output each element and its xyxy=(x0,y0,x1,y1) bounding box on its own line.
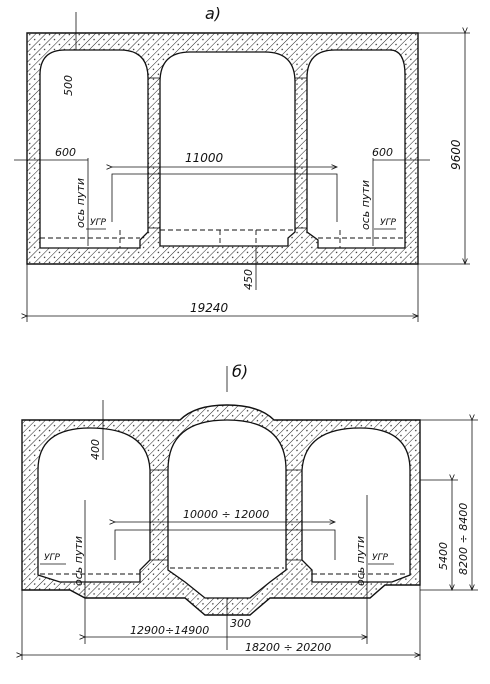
figure-b-label: б) xyxy=(232,362,248,381)
figure-a-trackbed-marks xyxy=(119,230,341,248)
figure-b-dim-span: 12900÷14900 xyxy=(130,624,209,637)
figure-a-right-chamber xyxy=(306,49,406,249)
figure-b-right-chamber xyxy=(301,427,411,583)
figure-a-rail-level-left: УГР xyxy=(90,218,106,228)
figure-a-label: а) xyxy=(205,4,221,23)
figure-b-dim-height-inner: 5400 xyxy=(437,542,450,570)
figure-a-column-right xyxy=(294,77,308,229)
figure-b-rail-level-left: УГР xyxy=(44,553,60,563)
figure-b-dim-roof: 400 xyxy=(89,439,102,460)
figure-a-dim-height: 9600 xyxy=(449,139,463,170)
figure-b-rail-level-right: УГР xyxy=(372,553,388,563)
figure-b-dim-center: 300 xyxy=(230,617,251,630)
figure-b: б) 10000 ÷ 12000 ось пути ось пути УГР У… xyxy=(22,362,478,660)
figure-a-dim-floor: 450 xyxy=(242,269,255,290)
figure-a-dim-platform: 11000 xyxy=(185,151,224,165)
figure-a-rail-level-right: УГР xyxy=(380,218,396,228)
figure-b-platform-outline xyxy=(114,529,336,560)
figure-a-dim-width: 19240 xyxy=(190,301,229,315)
figure-a-dim-left: 600 xyxy=(55,146,76,159)
figure-a-platform-outline xyxy=(111,173,338,222)
figure-a-trackbed-line xyxy=(40,229,405,239)
figure-a: а) 11000 600 600 500 ось пути xyxy=(14,4,470,322)
figure-b-dim-platform: 10000 ÷ 12000 xyxy=(183,508,269,521)
figure-a-dim-right: 600 xyxy=(372,146,393,159)
figure-b-dim-height-range: 8200 ÷ 8400 xyxy=(457,503,470,575)
figure-a-axis-label-left: ось пути xyxy=(74,178,87,228)
figure-b-axis-label-right: ось пути xyxy=(354,536,367,586)
figure-a-axis-label-right: ось пути xyxy=(359,180,372,230)
figure-b-dim-width: 18200 ÷ 20200 xyxy=(245,641,331,654)
figure-a-center-chamber xyxy=(159,51,296,247)
figure-a-dim-roof: 500 xyxy=(62,75,75,96)
figure-b-axis-label-left: ось пути xyxy=(72,536,85,586)
figure-b-trackbed-line xyxy=(40,567,408,575)
figure-a-column-left xyxy=(147,77,161,229)
